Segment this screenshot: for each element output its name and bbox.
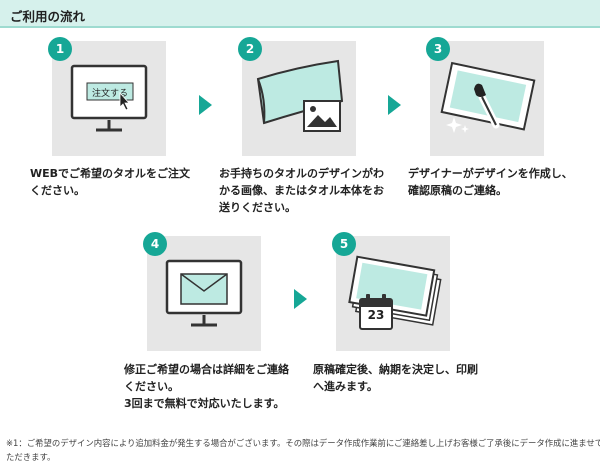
section-header: ご利用の流れ — [0, 0, 600, 28]
step-4-badge: 4 — [143, 232, 167, 256]
step-2-description: お手持ちのタオルのデザインがわかる画像、またはタオル本体をお送りください。 — [219, 167, 384, 214]
step-2-badge: 2 — [238, 37, 262, 61]
step-2-illustration — [242, 41, 356, 156]
step-5-illustration: 23 — [336, 236, 450, 351]
section-title: ご利用の流れ — [10, 9, 86, 24]
towel-icon — [348, 255, 442, 326]
arrow-right-icon — [294, 289, 307, 309]
step-3-illustration — [430, 41, 544, 156]
step-1-badge: 1 — [48, 37, 72, 61]
cursor-icon — [119, 91, 130, 111]
arrow-right-icon — [388, 95, 401, 115]
order-button-label: 注文する — [91, 89, 128, 99]
step-3-description: デザイナーがデザインを作成し、確認原稿のご連絡。 — [408, 167, 573, 197]
sparkle-icon — [446, 117, 469, 133]
image-icon — [303, 100, 341, 132]
footnote: ※1：ご希望のデザイン内容により追加料金が発生する場合がございます。その際はデー… — [6, 438, 600, 462]
arrow-right-icon — [199, 95, 212, 115]
calendar-day: 23 — [367, 308, 385, 322]
step-5-description: 原稿確定後、納期を決定し、印刷へ進みます。 — [313, 363, 478, 393]
step-1-illustration: 注文する — [52, 41, 166, 156]
step-4-illustration — [147, 236, 261, 351]
step-1-description: WEBでご希望のタオルをご注文ください。 — [30, 167, 191, 197]
step-5-badge: 5 — [332, 232, 356, 256]
calendar-icon — [359, 294, 393, 330]
towel-icon — [440, 61, 536, 131]
envelope-icon — [180, 273, 228, 305]
monitor-icon — [70, 64, 148, 132]
brush-icon — [474, 83, 500, 129]
step-4-description: 修正ご希望の場合は詳細をご連絡ください。3回まで無料で対応いたします。 — [124, 363, 289, 410]
towel-icon — [256, 59, 344, 125]
step-3-badge: 3 — [426, 37, 450, 61]
